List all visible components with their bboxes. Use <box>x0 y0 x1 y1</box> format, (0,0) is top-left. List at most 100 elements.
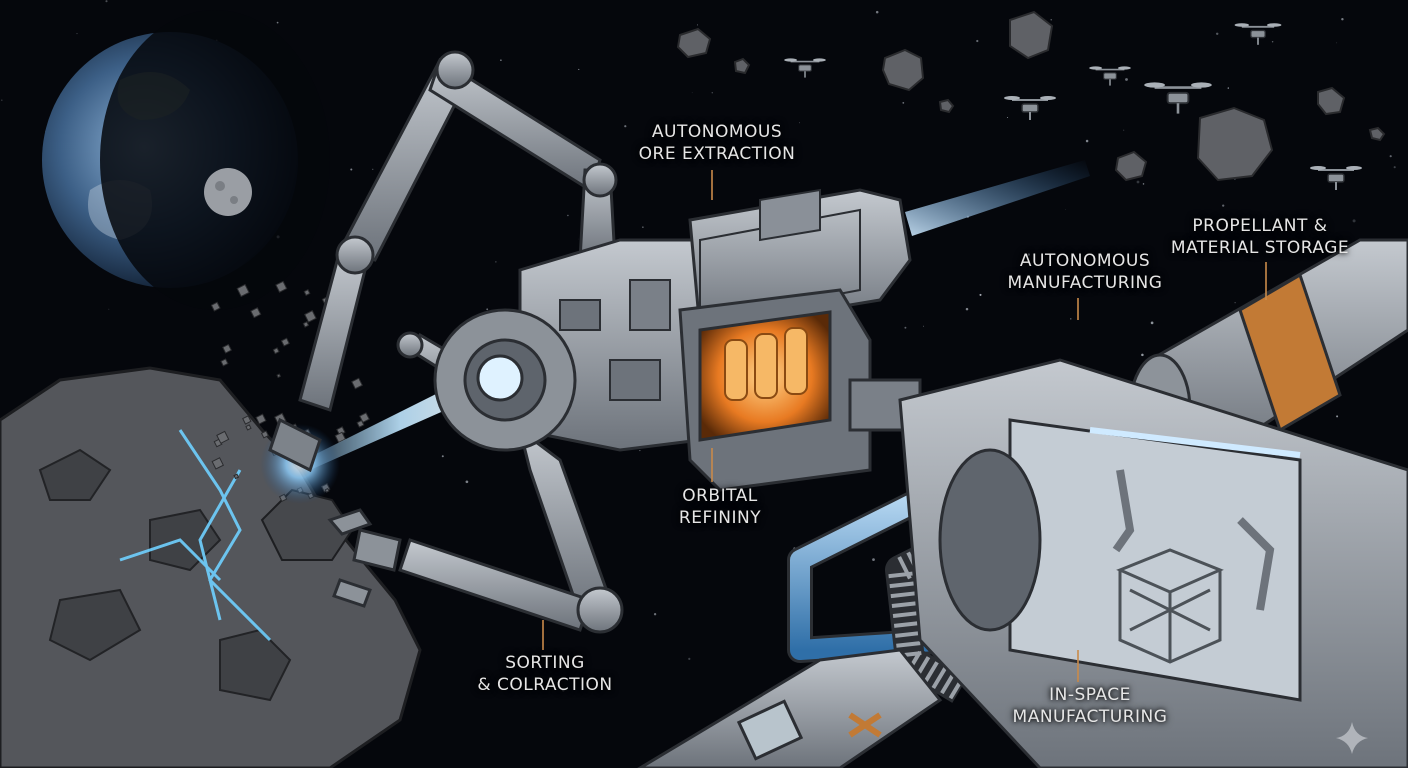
star <box>486 308 489 311</box>
star <box>711 92 713 94</box>
star <box>653 613 657 616</box>
label-storage: PROPELLANT & MATERIAL STORAGE <box>1160 215 1360 259</box>
drone-icon <box>1089 66 1131 86</box>
debris-chunk <box>216 430 230 444</box>
label-autonomous-manufacturing: AUTONOMOUS MANUFACTURING <box>990 250 1180 294</box>
star <box>372 168 374 170</box>
star <box>276 21 279 24</box>
star <box>1222 204 1225 207</box>
asteroid-field <box>676 10 1386 182</box>
debris-chunk <box>359 412 370 424</box>
star <box>642 226 644 228</box>
star <box>1234 302 1236 304</box>
label-in-space-manufacturing-line1: IN-SPACE <box>1049 685 1131 705</box>
star <box>567 214 569 217</box>
debris-chunk <box>210 301 221 312</box>
star <box>1271 40 1274 43</box>
star <box>1136 180 1140 184</box>
star <box>108 308 110 310</box>
star <box>465 480 469 484</box>
star <box>1007 117 1009 118</box>
star <box>697 24 698 26</box>
mined-asteroid <box>0 366 422 768</box>
debris-chunk <box>211 457 225 470</box>
star <box>1142 183 1145 185</box>
label-ore-extraction-line2: ORE EXTRACTION <box>638 144 796 164</box>
label-in-space-manufacturing: IN-SPACE MANUFACTURING <box>1010 684 1170 728</box>
debris-chunk <box>280 337 290 347</box>
label-ore-extraction: AUTONOMOUS ORE EXTRACTION <box>632 121 802 165</box>
star <box>1065 208 1066 210</box>
star <box>902 102 905 104</box>
debris-chunk <box>255 413 267 425</box>
sparkle-icon <box>1336 722 1368 754</box>
label-orbital-refining-line1: ORBITAL <box>682 486 758 506</box>
star <box>688 657 691 661</box>
label-sorting-line2: & COLRACTION <box>477 675 613 695</box>
star <box>875 10 879 14</box>
star <box>495 261 497 263</box>
debris-chunk <box>245 424 252 431</box>
star <box>1336 415 1339 418</box>
drone-icon <box>784 58 826 78</box>
debris-chunk <box>334 431 347 444</box>
drone-icon <box>1310 166 1362 190</box>
star <box>578 68 580 70</box>
foreground-tube <box>637 648 943 768</box>
star <box>76 33 78 35</box>
star <box>1050 19 1052 21</box>
star <box>639 450 641 452</box>
star <box>1227 87 1229 89</box>
mining-ship <box>433 188 912 452</box>
star <box>350 168 353 171</box>
star <box>1215 32 1219 36</box>
debris-chunk <box>351 377 363 390</box>
star <box>872 558 875 561</box>
drone-icon <box>1234 23 1282 45</box>
thruster-plume <box>905 160 1090 236</box>
debris-chunk <box>233 473 240 480</box>
debris-chunk <box>250 307 262 319</box>
drone-swarm <box>784 23 1362 190</box>
debris-chunk <box>276 373 282 379</box>
leader-lines <box>542 170 1267 682</box>
star <box>500 59 502 61</box>
star <box>1171 252 1173 253</box>
label-storage-line2: MATERIAL STORAGE <box>1170 238 1350 258</box>
manufacturing-module <box>898 358 1408 768</box>
debris-chunk <box>222 343 232 354</box>
label-storage-line1: PROPELLANT & <box>1192 216 1328 236</box>
star <box>105 0 108 3</box>
star <box>441 455 444 458</box>
debris-chunk <box>236 283 250 298</box>
star <box>904 326 907 329</box>
star <box>798 122 801 124</box>
star <box>578 238 580 240</box>
drone-icon <box>1004 96 1056 120</box>
label-sorting: SORTING & COLRACTION <box>470 652 620 696</box>
star <box>976 39 979 43</box>
star <box>1070 318 1072 320</box>
debris-chunk <box>356 419 365 428</box>
star <box>1352 219 1356 223</box>
star <box>562 688 565 692</box>
star <box>965 307 969 311</box>
star <box>1341 17 1344 21</box>
star <box>1125 78 1128 81</box>
label-in-space-manufacturing-line2: MANUFACTURING <box>1012 707 1168 727</box>
label-orbital-refining: ORBITAL REFININY <box>650 485 790 529</box>
debris-chunk <box>272 347 280 355</box>
label-sorting-line1: SORTING <box>505 653 585 673</box>
star <box>923 325 924 327</box>
debris-chunk <box>303 289 311 296</box>
refinery-module <box>678 288 922 492</box>
drone-icon <box>1144 82 1212 114</box>
star <box>1393 166 1396 169</box>
star <box>624 125 627 128</box>
debris-chunk <box>260 430 270 439</box>
debris-chunk <box>336 426 346 436</box>
label-autonomous-manufacturing-line2: MANUFACTURING <box>1007 273 1163 293</box>
star <box>1336 42 1338 44</box>
star <box>1 99 3 101</box>
